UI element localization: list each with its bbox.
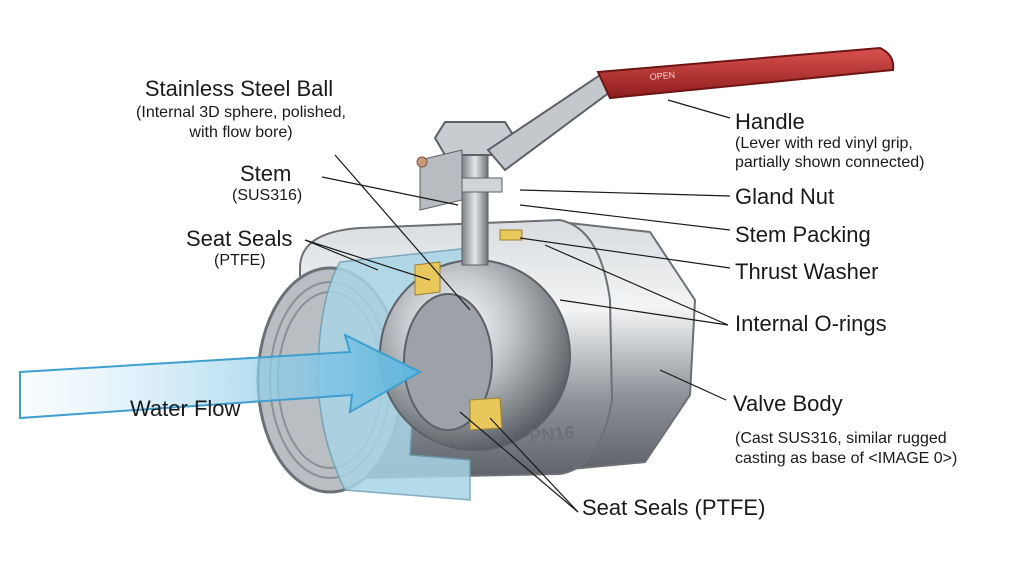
- label-stem-desc: (SUS316): [232, 187, 303, 204]
- label-handle-desc-2: partially shown connected): [735, 154, 925, 171]
- label-stem-title: Stem: [240, 161, 292, 186]
- label-ball-desc-1: (Internal 3D sphere, polished,: [136, 104, 346, 121]
- label-water-flow: Water Flow: [130, 396, 241, 421]
- label-thrust-washer: Thrust Washer: [735, 259, 879, 284]
- body-cast-mark: PN16: [529, 422, 576, 446]
- thrust-washer: [499, 229, 523, 241]
- handle-grip: [596, 46, 895, 100]
- label-valve-body-desc-2: casting as base of <IMAGE 0>): [735, 450, 958, 467]
- label-internal-orings: Internal O-rings: [735, 311, 887, 336]
- label-valve-body-title: Valve Body: [733, 391, 843, 416]
- label-stem-packing: Stem Packing: [735, 222, 871, 247]
- seat-seal-upper: [414, 261, 441, 296]
- stem: [461, 149, 489, 266]
- label-handle-desc-1: (Lever with red vinyl grip,: [735, 135, 913, 152]
- stop-plate: [419, 149, 463, 211]
- leader-lines: [304, 99, 731, 513]
- water-flow-arrow: [19, 333, 423, 420]
- handle-stamp: OPEN: [649, 70, 675, 82]
- label-ball-desc-2: with flow bore): [189, 124, 293, 141]
- label-seat-seals-bottom: Seat Seals (PTFE): [582, 495, 766, 520]
- label-valve-body-desc-1: (Cast SUS316, similar rugged: [735, 430, 947, 447]
- label-gland-nut: Gland Nut: [735, 184, 835, 209]
- label-seat-desc: (PTFE): [214, 252, 266, 269]
- label-handle-title: Handle: [735, 109, 805, 134]
- label-ball-title: Stainless Steel Ball: [144, 76, 334, 101]
- label-seat-title: Seat Seals: [186, 226, 293, 251]
